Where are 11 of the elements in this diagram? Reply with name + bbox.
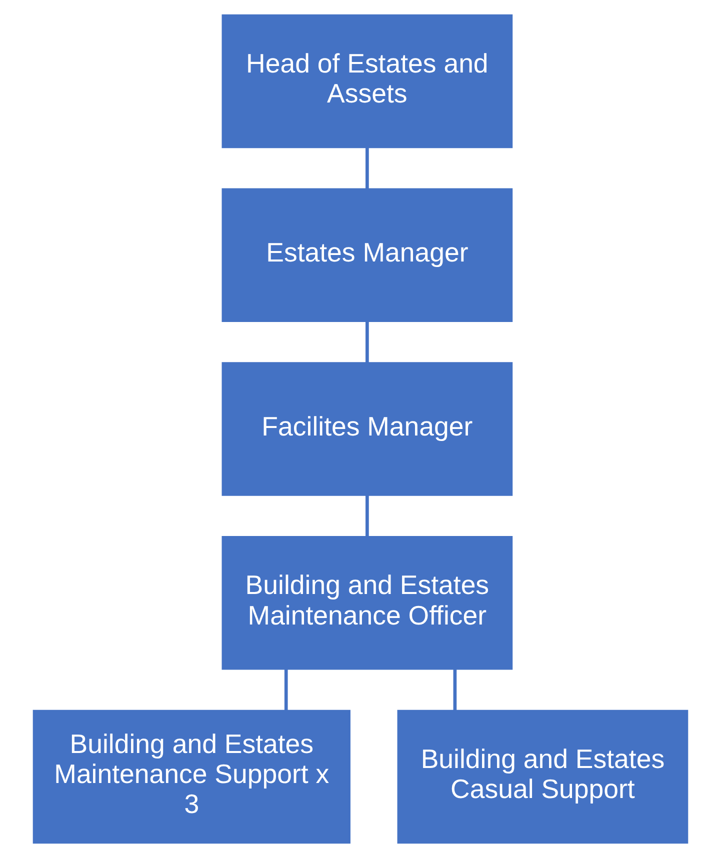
connector <box>366 495 369 537</box>
node-box: Estates Manager <box>222 188 513 322</box>
node-box: Facilites Manager <box>222 362 513 496</box>
connector <box>366 321 369 363</box>
connector <box>453 669 457 711</box>
node-box: Head of Estates and Assets <box>222 14 513 148</box>
connector <box>366 148 369 190</box>
connector <box>284 669 288 711</box>
node-box: Building and Estates Maintenance Support x 3 <box>32 710 350 844</box>
node-box: Building and Estates Casual Support <box>397 710 688 844</box>
node-box: Building and Estates Maintenance Officer <box>222 536 513 670</box>
